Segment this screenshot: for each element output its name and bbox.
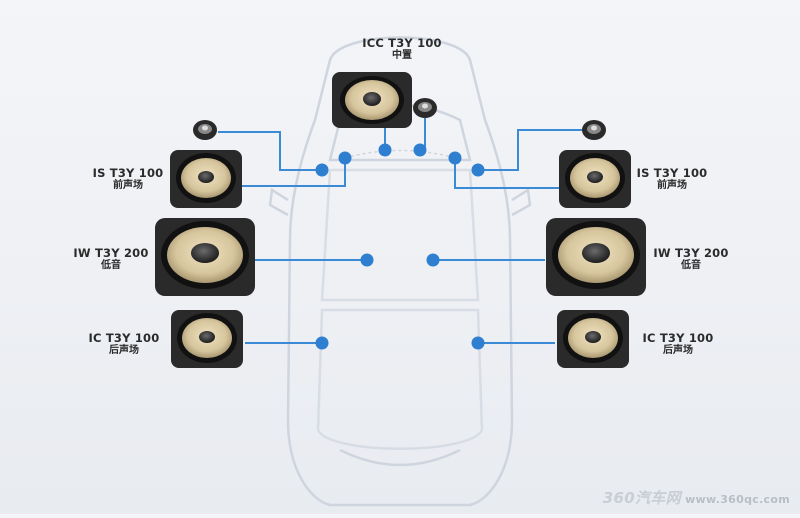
right-front-speaker-icon [559, 150, 631, 208]
center-speaker-icon [332, 72, 412, 128]
connector-lines [218, 110, 585, 344]
label-left-woofer-sub: 低音 [101, 260, 121, 272]
label-right-woofer: IW T3Y 200 低音 [646, 246, 736, 273]
label-left-rear-sub: 后声场 [109, 345, 139, 357]
dot-center-right [413, 143, 427, 157]
label-right-woofer-title: IW T3Y 200 [653, 246, 729, 260]
label-right-front-title: IS T3Y 100 [636, 166, 708, 180]
dot-left-woofer [360, 253, 374, 267]
label-center: ICC T3Y 100 中置 [352, 36, 452, 63]
left-rear-speaker-icon [171, 310, 243, 368]
line-right-tweeter [478, 129, 585, 171]
label-left-rear: IC T3Y 100 后声场 [80, 331, 168, 358]
watermark-url: www.360qc.com [685, 493, 790, 506]
label-right-front-sub: 前声场 [657, 180, 687, 192]
right-rear-speaker-icon [557, 310, 629, 368]
label-left-woofer-title: IW T3Y 200 [73, 246, 149, 260]
label-left-front-sub: 前声场 [113, 180, 143, 192]
left-front-speaker-icon [170, 150, 242, 208]
dot-center-left [378, 143, 392, 157]
label-center-sub: 中置 [392, 50, 412, 62]
label-left-rear-title: IC T3Y 100 [88, 331, 160, 345]
label-right-woofer-sub: 低音 [681, 260, 701, 272]
label-left-front: IS T3Y 100 前声场 [88, 166, 168, 193]
line-left-tweeter [218, 131, 322, 171]
label-left-woofer: IW T3Y 200 低音 [66, 246, 156, 273]
left-woofer-icon [155, 218, 255, 296]
label-left-front-title: IS T3Y 100 [92, 166, 164, 180]
front-arc [344, 149, 456, 159]
watermark-brand: 360汽车网 [602, 489, 681, 507]
label-right-rear-sub: 后声场 [663, 345, 693, 357]
dot-left-front [338, 151, 352, 165]
right-woofer-icon [546, 218, 646, 296]
dot-left-tweeter [315, 163, 329, 177]
line-right-front [454, 158, 560, 189]
watermark: 360汽车网 www.360qc.com [603, 487, 790, 508]
dot-right-tweeter [471, 163, 485, 177]
dot-right-rear [471, 336, 485, 350]
dot-left-rear [315, 336, 329, 350]
label-right-rear: IC T3Y 100 后声场 [634, 331, 722, 358]
label-right-front: IS T3Y 100 前声场 [632, 166, 712, 193]
dot-right-front [448, 151, 462, 165]
line-left-front [240, 158, 346, 187]
center-tweeter-icon [413, 98, 437, 118]
dot-right-woofer [426, 253, 440, 267]
left-tweeter-icon [193, 120, 217, 140]
right-tweeter-icon [582, 120, 606, 140]
label-right-rear-title: IC T3Y 100 [642, 331, 714, 345]
label-center-title: ICC T3Y 100 [362, 36, 442, 50]
connection-dots [315, 143, 485, 350]
